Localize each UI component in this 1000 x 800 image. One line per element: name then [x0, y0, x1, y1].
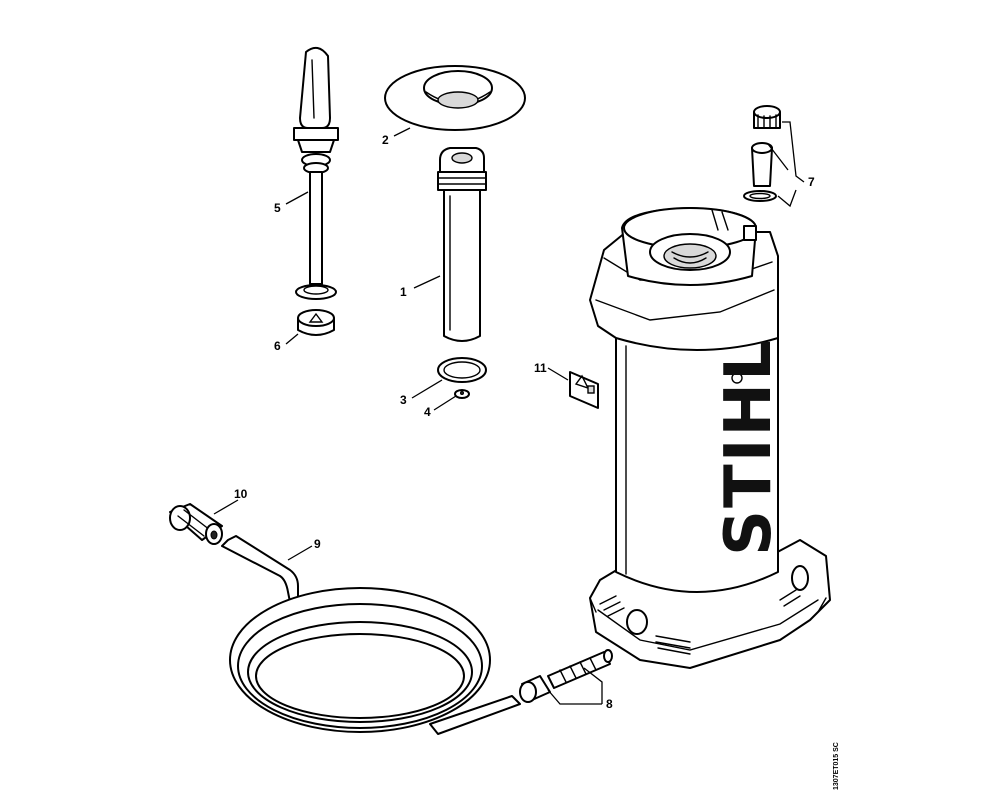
callout-10: 10: [234, 487, 248, 501]
callout-6: 6: [274, 339, 281, 353]
pump-cylinder[interactable]: [437, 147, 487, 342]
hose[interactable]: [221, 535, 521, 735]
brand-logo: STIHL: [712, 338, 786, 556]
callout-1: 1: [400, 285, 407, 299]
leader-lines: [213, 121, 805, 705]
hose-coupling[interactable]: [169, 503, 223, 545]
piston-seal[interactable]: [297, 309, 335, 336]
callouts: 1 2 3 4 5 6 7 8 9 10 11: [234, 133, 815, 711]
water-tank: STIHL: [589, 207, 831, 669]
callout-2: 2: [382, 133, 389, 147]
callout-8: 8: [606, 697, 613, 711]
callout-5: 5: [274, 201, 281, 215]
o-ring[interactable]: [437, 357, 487, 383]
callout-4: 4: [424, 405, 431, 419]
valve-cap-set[interactable]: [743, 105, 781, 202]
pump-rod-handle[interactable]: [293, 46, 339, 300]
callout-3: 3: [400, 393, 407, 407]
filter-connector-set[interactable]: [519, 649, 613, 703]
callout-7: 7: [808, 175, 815, 189]
valve-disc[interactable]: [454, 389, 470, 399]
warning-label[interactable]: [569, 371, 599, 409]
drawing-code: 1307ET015 SC: [833, 742, 840, 790]
cover-ring[interactable]: [384, 65, 526, 131]
callout-11: 11: [534, 361, 547, 375]
callout-9: 9: [314, 537, 321, 551]
